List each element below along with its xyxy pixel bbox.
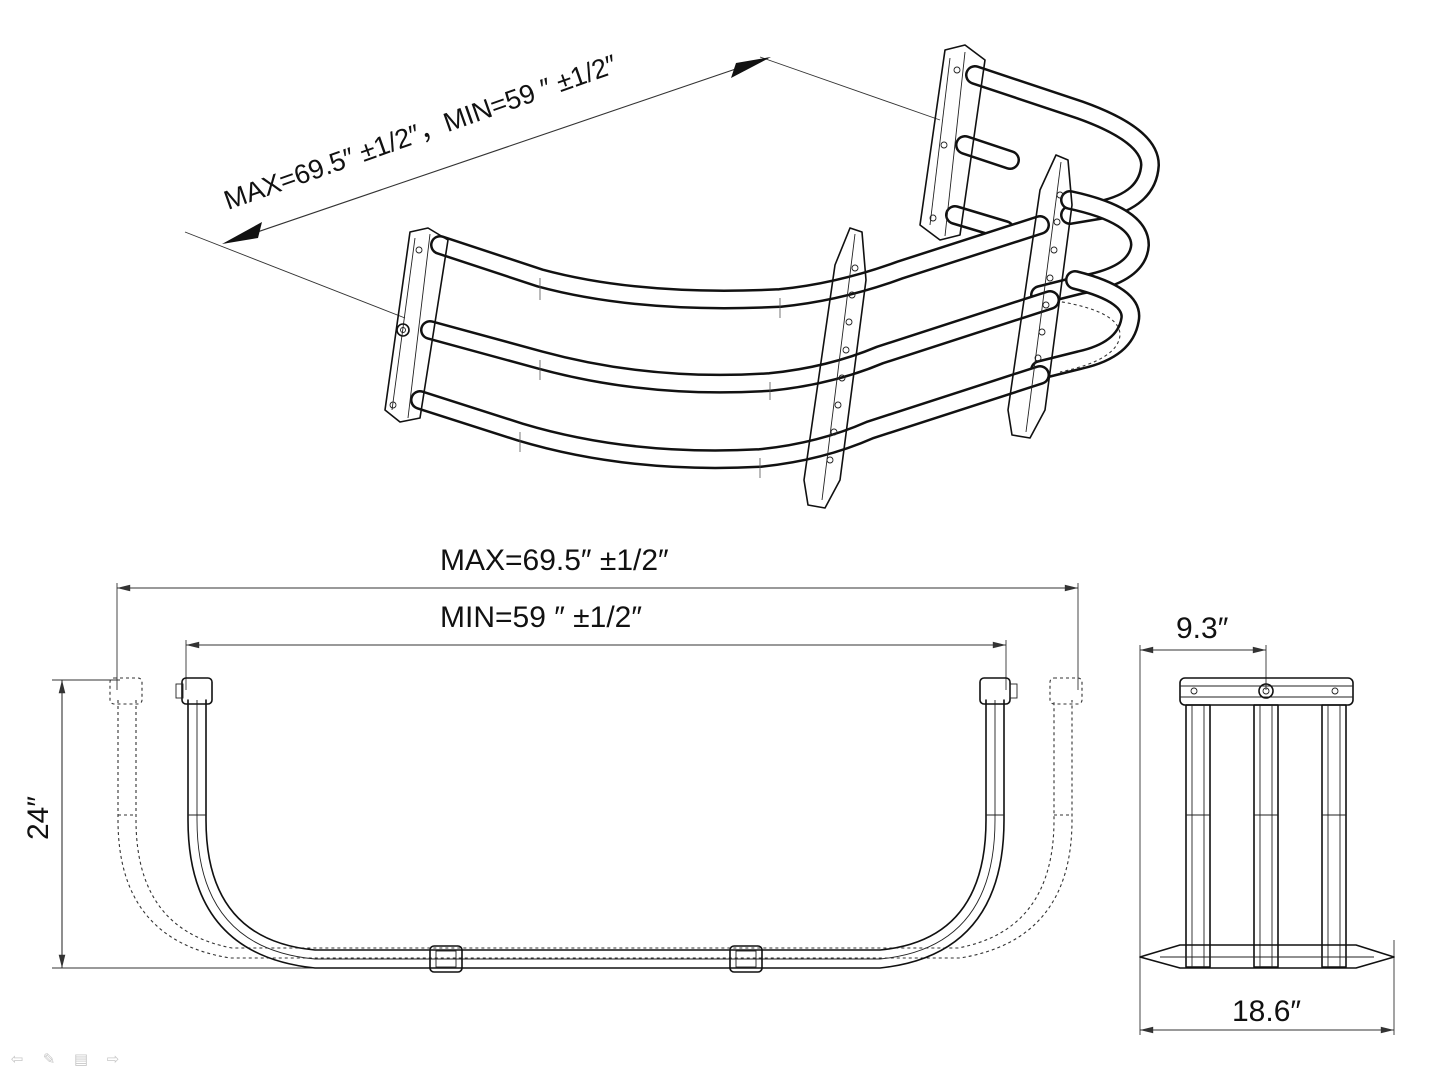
pen-icon[interactable]: ✎: [42, 1050, 56, 1068]
iso-rail-front: [410, 215, 1060, 478]
front-rail-extended: [109, 677, 1083, 959]
iso-end-plate-front: [384, 227, 449, 423]
iso-arrow-left: [222, 222, 262, 244]
front-height-label: 24″: [22, 796, 55, 840]
isometric-view: MAX=69.5″ ±1/2″，MIN=59 ″ ±1/2″: [184, 44, 1160, 509]
side-clamp-foot: [1139, 944, 1395, 969]
iso-clamp-right: [1007, 154, 1073, 439]
arrow-right-icon[interactable]: ⇨: [106, 1050, 120, 1068]
front-min-label: MIN=59 ″ ±1/2″: [440, 601, 642, 634]
iso-arrow-right: [731, 57, 771, 78]
iso-clamp-left: [803, 227, 867, 509]
side-view: 9.3″ 18.6″: [1139, 612, 1395, 1035]
slideshow-controls: ⇦ ✎ ▤ ⇨: [8, 1050, 122, 1068]
arrow-left-icon[interactable]: ⇦: [10, 1050, 24, 1068]
front-max-label: MAX=69.5″ ±1/2″: [440, 544, 669, 577]
front-rail-retracted: [175, 677, 1018, 973]
iso-length-label: MAX=69.5″ ±1/2″，MIN=59 ″ ±1/2″: [220, 49, 621, 216]
iso-extension-line-left: [184, 231, 406, 319]
front-view: MAX=69.5″ ±1/2″ MIN=59 ″ ±1/2″ 24″: [22, 544, 1083, 973]
menu-icon[interactable]: ▤: [73, 1050, 89, 1068]
iso-dimension-line: [224, 57, 769, 244]
side-end-plate: [1179, 677, 1354, 706]
side-width-label: 18.6″: [1232, 995, 1301, 1028]
side-tubes: [1185, 704, 1347, 968]
iso-end-plate-back: [919, 44, 986, 241]
iso-extension-line-right: [759, 56, 941, 121]
side-offset-label: 9.3″: [1176, 612, 1229, 645]
